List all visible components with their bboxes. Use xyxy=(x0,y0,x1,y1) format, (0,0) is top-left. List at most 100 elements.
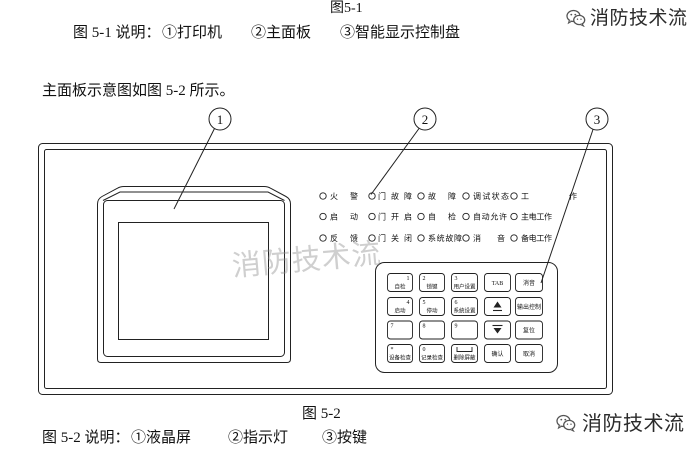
lcd-screen xyxy=(97,186,291,363)
keypad-key: 7 xyxy=(387,320,413,340)
key-outline xyxy=(419,273,445,292)
indicator-led xyxy=(510,192,518,200)
indicator-led xyxy=(462,192,470,200)
indicator: 备电工作 xyxy=(510,233,552,243)
wechat-icon xyxy=(556,414,576,433)
key-outline xyxy=(387,273,413,292)
key-number: 4 xyxy=(407,300,410,306)
indicator: 门故障 xyxy=(368,191,412,201)
lcd-bezel xyxy=(97,186,291,363)
figure-5-2-label: 图 5-2 xyxy=(302,406,341,422)
key-number: 9 xyxy=(455,324,458,330)
indicator-led xyxy=(462,212,470,221)
key-label: 复位 xyxy=(523,326,535,334)
indicator-label: 故障 xyxy=(428,191,456,201)
key-outline xyxy=(387,320,413,340)
caption-prefix: 图 5-2 说明： xyxy=(42,430,130,446)
key-number: 8 xyxy=(423,324,426,330)
keypad-key: 消音 xyxy=(515,273,543,292)
key-label: 记录检查 xyxy=(421,354,444,362)
indicator-label: 火警 xyxy=(330,191,358,201)
lcd-display-area xyxy=(118,222,269,340)
keypad-key: 9 xyxy=(451,320,478,340)
callout-number: 3 xyxy=(594,112,601,127)
indicator-label: 备电工作 xyxy=(521,233,552,243)
indicator-panel: 火警门故障故障调试状态工作启动门开启自检自动允许主电工作反馈门关闭系统故障消音备… xyxy=(319,191,577,243)
indicator-led xyxy=(417,192,425,200)
indicator: 自检 xyxy=(417,212,456,222)
space-icon xyxy=(456,347,473,352)
callout-keypad: 3 xyxy=(540,107,609,284)
key-label: 删除屏蔽 xyxy=(453,354,476,362)
callout-indicators: 2 xyxy=(370,107,437,195)
keypad-key: 5停动 xyxy=(419,297,445,316)
key-label: 输出控制 xyxy=(517,303,541,311)
key-outline xyxy=(515,344,543,363)
keypad-border xyxy=(375,262,558,373)
callout-number: 2 xyxy=(422,112,429,127)
panel-outline xyxy=(38,143,613,395)
indicator: 消音 xyxy=(462,233,505,243)
keypad-key: 4启动 xyxy=(387,297,413,316)
figure-5-1-label: 图5-1 xyxy=(330,1,363,16)
indicator: 工作 xyxy=(510,191,577,201)
keypad-key: 1自检 xyxy=(387,273,413,292)
key-number: 3 xyxy=(455,276,458,282)
keypad-key: 复位 xyxy=(515,320,543,340)
keypad-key xyxy=(484,320,511,340)
caption-item-main-panel: ②主面板 xyxy=(251,25,312,41)
callout-lcd-screen: 1 xyxy=(173,107,232,210)
key-label: 锁键 xyxy=(426,283,438,291)
indicator: 主电工作 xyxy=(510,212,552,222)
indicator: 系统故障 xyxy=(417,233,462,243)
keypad-key xyxy=(484,297,511,316)
indicator-led xyxy=(462,234,470,242)
key-label: 取消 xyxy=(523,350,535,358)
key-number: 1 xyxy=(407,276,410,282)
key-label: 确认 xyxy=(491,350,503,358)
keypad-key: 2锁键 xyxy=(419,273,445,292)
key-label: 设备检查 xyxy=(389,354,412,362)
caption-item-lcd: ①液晶屏 xyxy=(131,430,192,446)
watermark-account-name: 消防技术流 xyxy=(582,411,685,435)
indicator: 调试状态 xyxy=(462,191,509,201)
caption-item-indicators: ②指示灯 xyxy=(228,430,289,446)
key-number: 6 xyxy=(455,300,458,306)
keypad-key: *设备检查 xyxy=(387,344,413,363)
indicator-label: 自动允许 xyxy=(473,212,507,222)
indicator: 门开启 xyxy=(368,212,412,222)
caption-prefix: 图 5-1 说明： xyxy=(73,25,161,41)
key-label: 系统设置 xyxy=(453,307,476,315)
key-outline xyxy=(515,320,543,340)
caption-item-display-panel: ③智能显示控制盘 xyxy=(340,25,461,41)
callout-number: 1 xyxy=(217,112,224,127)
lcd-inner-frame xyxy=(103,200,285,357)
keypad-key: 确认 xyxy=(484,344,511,363)
intro-paragraph: 主面板示意图如图 5-2 所示。 xyxy=(42,83,235,99)
key-outline xyxy=(419,344,445,363)
indicator: 门关闭 xyxy=(368,233,412,243)
wechat-icon xyxy=(566,9,586,28)
key-outline xyxy=(484,273,511,292)
indicator-led xyxy=(510,212,518,221)
key-number: 0 xyxy=(423,347,426,353)
indicator-led xyxy=(417,212,425,221)
key-outline xyxy=(451,273,478,292)
key-outline xyxy=(484,297,511,316)
key-outline xyxy=(451,320,478,340)
indicator-label: 消音 xyxy=(473,233,505,243)
indicator-label: 门关闭 xyxy=(378,233,412,243)
key-label: 消音 xyxy=(523,279,535,287)
indicator-led xyxy=(510,234,518,242)
indicator-label: 主电工作 xyxy=(521,212,552,222)
key-number: * xyxy=(391,347,394,353)
key-outline xyxy=(484,320,511,340)
indicator-led xyxy=(368,234,376,242)
caption-item-printer: ①打印机 xyxy=(162,25,223,41)
keypad-key: 删除屏蔽 xyxy=(451,344,478,363)
wechat-watermark-top: 消防技术流 xyxy=(566,8,688,28)
